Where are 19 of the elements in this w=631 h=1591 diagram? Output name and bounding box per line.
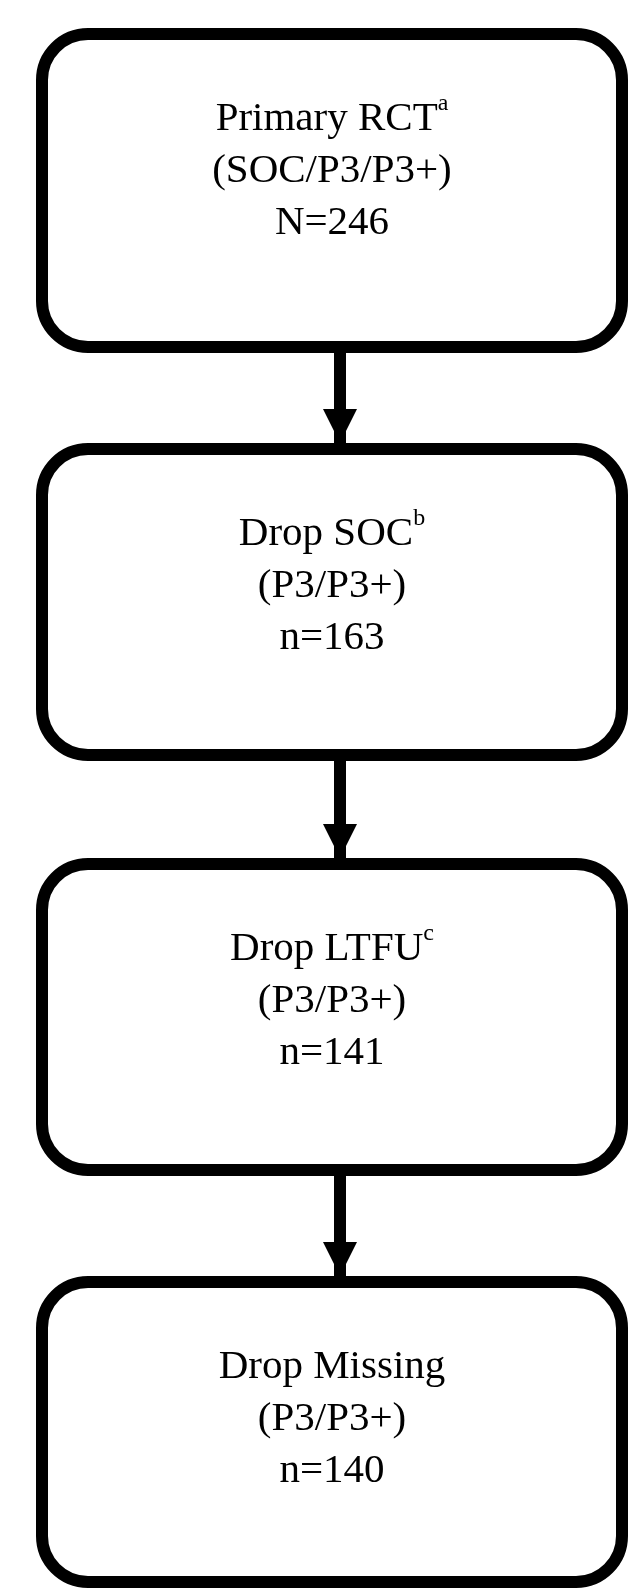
- step-title: Drop LTFU$^{c}$: [230, 920, 434, 971]
- arrow: [323, 1176, 357, 1276]
- step-title: Drop Missing: [218, 1340, 446, 1389]
- count-label: N=246: [274, 196, 390, 245]
- process-box: [36, 1276, 628, 1588]
- arm-label: (P3/P3+): [257, 974, 407, 1023]
- arrow: [323, 353, 357, 443]
- arm-label: (P3/P3+): [257, 559, 407, 608]
- step-title: Primary RCT$^{a}$: [215, 90, 449, 141]
- count-label: n=163: [279, 611, 385, 660]
- count-label: n=140: [279, 1444, 385, 1493]
- process-box: [36, 28, 628, 353]
- arrow: [323, 761, 357, 858]
- step-title: Drop SOC$^{b}$: [238, 505, 426, 556]
- arm-label: (SOC/P3/P3+): [212, 144, 452, 193]
- process-box: [36, 858, 628, 1176]
- count-label: n=141: [279, 1026, 385, 1075]
- process-box: [36, 443, 628, 761]
- arm-label: (P3/P3+): [257, 1392, 407, 1441]
